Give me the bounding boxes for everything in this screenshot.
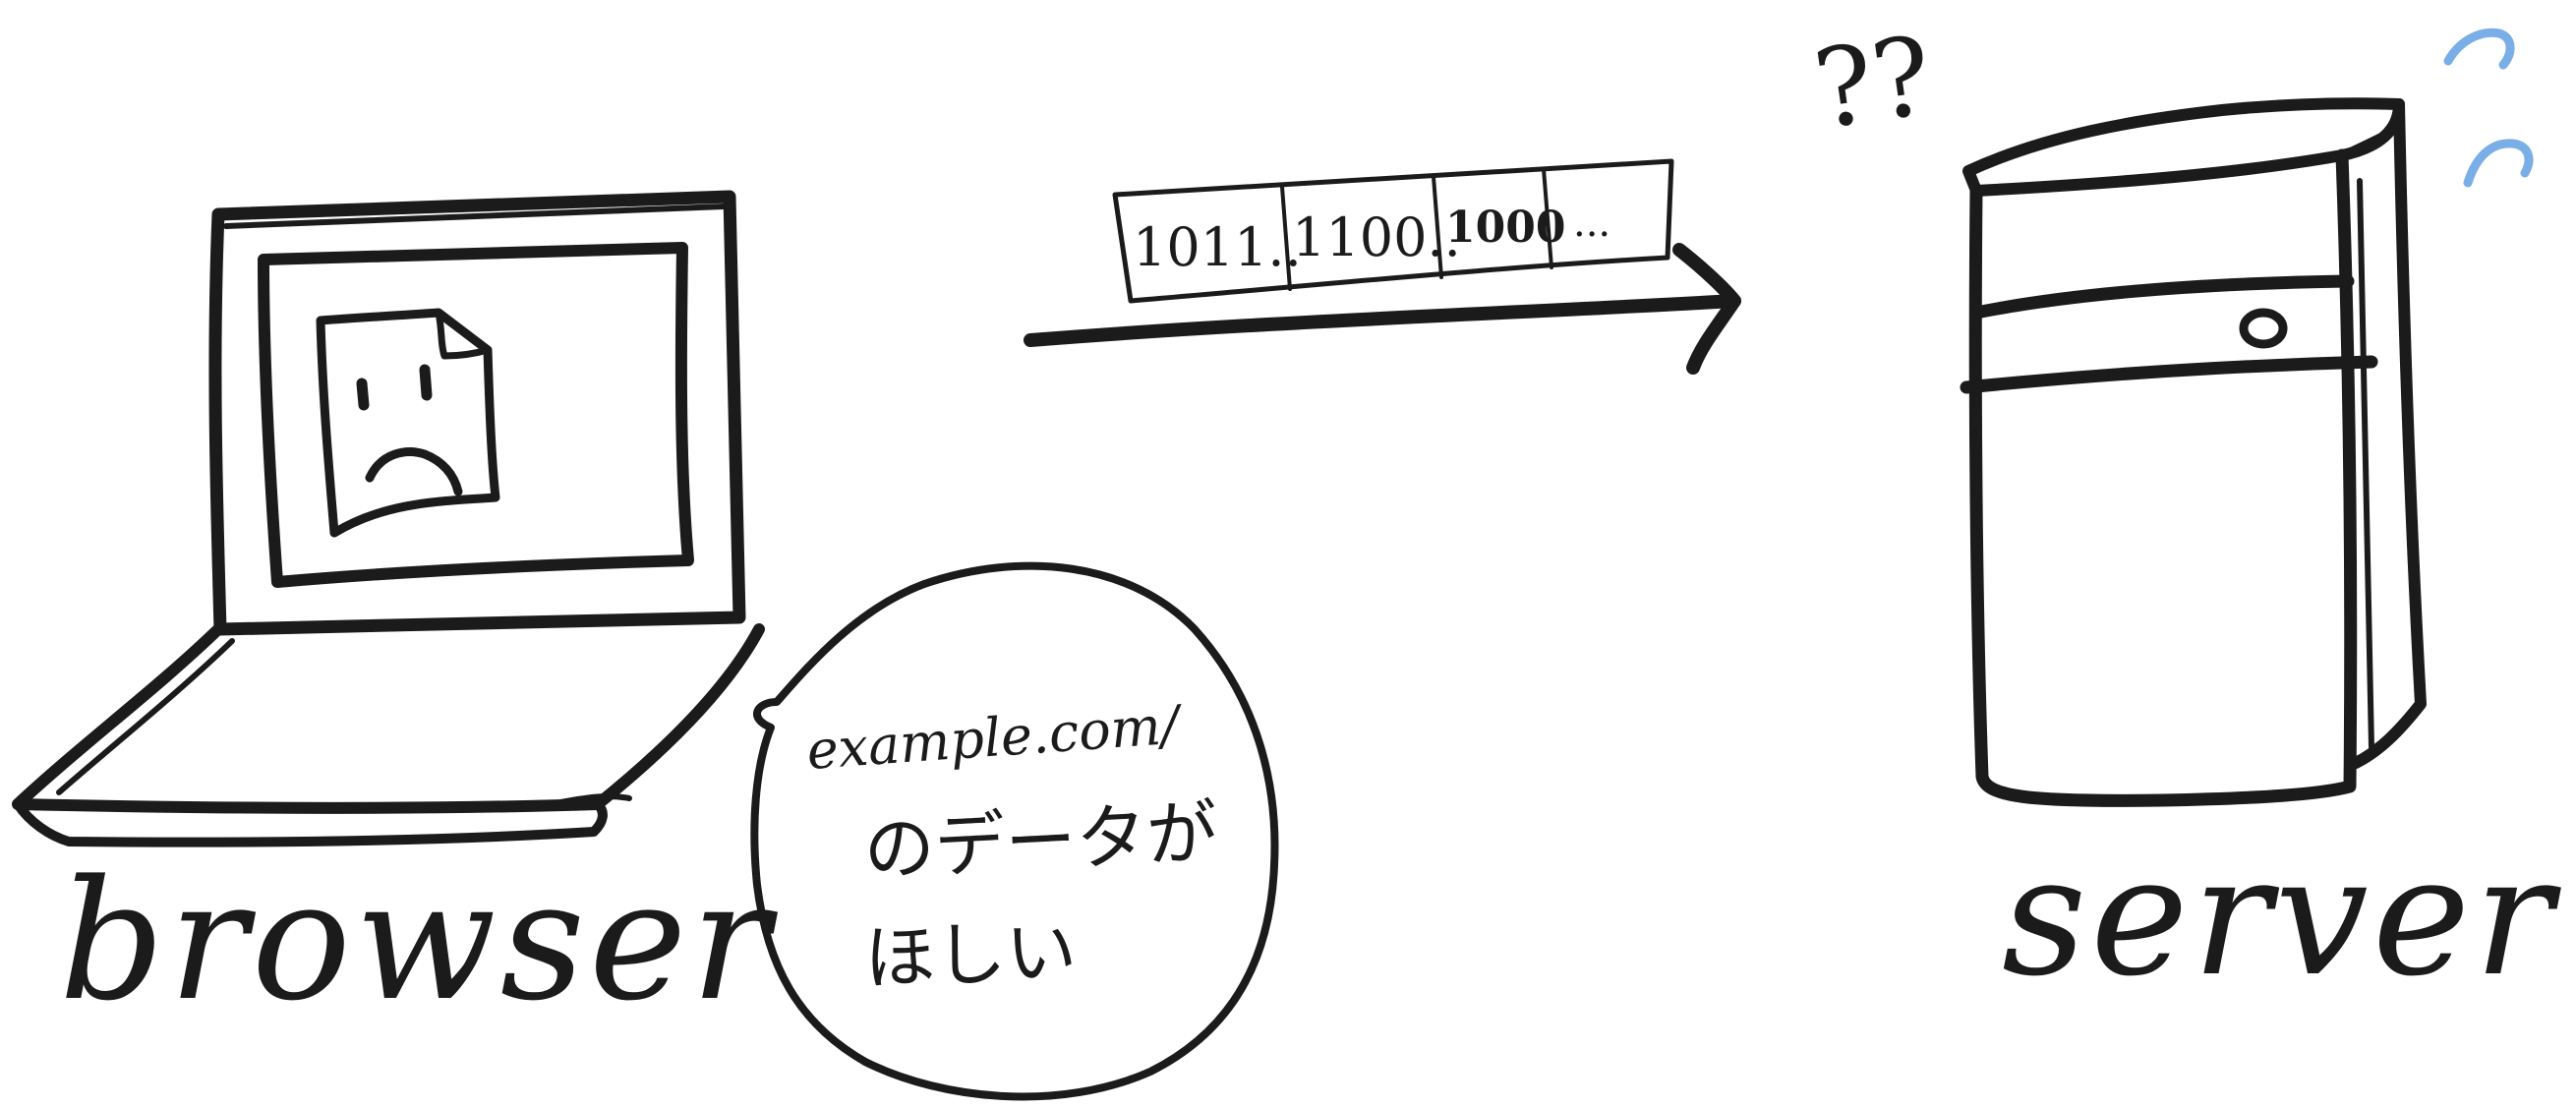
bubble-line-1: example.com/ xyxy=(805,693,1186,782)
packet-1: 1011.. xyxy=(1133,216,1302,278)
packet-3: 1000 xyxy=(1445,203,1565,253)
browser-label-group: browser xyxy=(59,845,778,1037)
packet-2: 1100.. xyxy=(1292,206,1461,268)
server-label-group: server xyxy=(2002,820,2561,1013)
speech-bubble: example.com/ のデータが ほしい xyxy=(750,561,1279,1101)
question-marks: ?? xyxy=(1807,13,1940,153)
laptop-icon xyxy=(12,190,765,847)
server-label: server xyxy=(2002,820,2561,1013)
sad-document-icon xyxy=(316,308,500,538)
bubble-line-2: のデータが xyxy=(861,790,1219,892)
server-tower-icon xyxy=(1960,97,2427,807)
packet-4: ... xyxy=(1573,201,1610,246)
sweat-drops-icon xyxy=(2443,28,2534,188)
packet-strip: 1011.. 1100.. 1000 ... xyxy=(1112,158,1674,304)
arrow-right-icon xyxy=(1024,243,1741,375)
bubble-line-3: ほしい xyxy=(863,910,1079,1000)
confusion-marks: ?? xyxy=(1807,13,1940,153)
browser-label: browser xyxy=(59,845,778,1037)
